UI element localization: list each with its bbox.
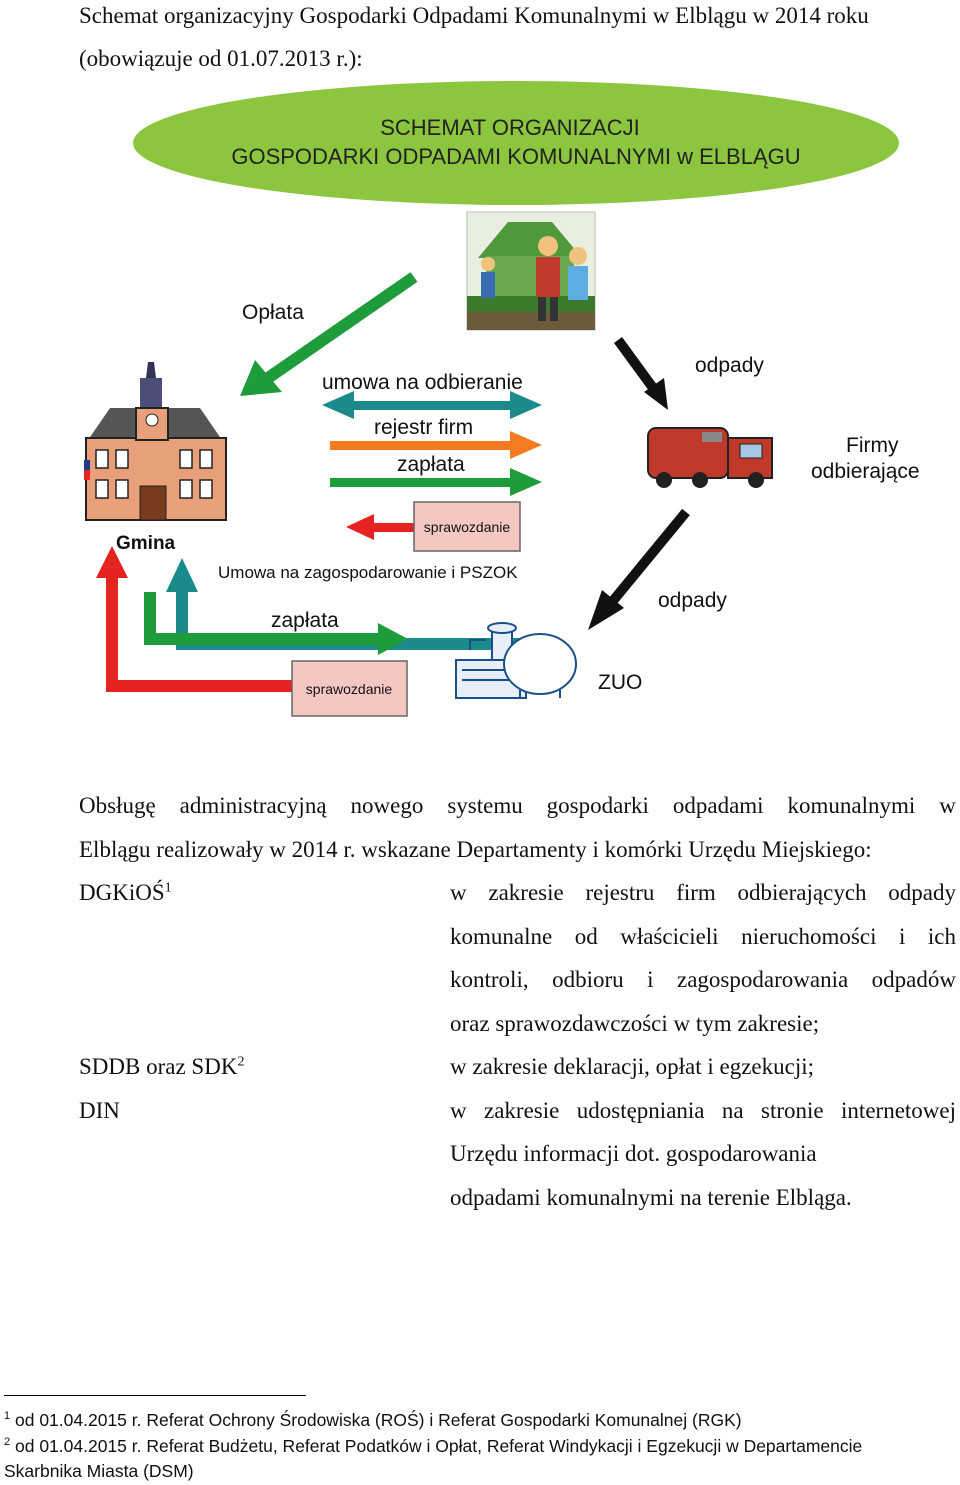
zaplata1-label: zapłata — [397, 453, 465, 476]
paragraph-word: komunalnymi — [787, 793, 916, 818]
paragraph-word: gospodarki — [546, 793, 649, 818]
paragraph-line-2: Elblągu realizowały w 2014 r. wskazane D… — [79, 836, 872, 862]
sprawozdanie1-label: sprawozdanie — [424, 519, 511, 535]
waste-management-diagram: SCHEMAT ORGANIZACJI GOSPODARKI ODPADAMI … — [84, 81, 920, 717]
paragraph-word: systemu — [447, 793, 523, 818]
department-term: SDDB oraz SDK2 — [79, 1054, 245, 1079]
gmina-label: Gmina — [116, 533, 176, 554]
sprawozdanie1-arrow — [346, 514, 374, 540]
footnote-separator — [4, 1395, 306, 1396]
rejestr-arrow — [510, 431, 542, 459]
garbage-truck-icon — [647, 427, 773, 488]
footnotes: 1 od 01.04.2015 r. Referat Ochrony Środo… — [4, 1408, 954, 1485]
umowa-arrow-right — [510, 391, 542, 419]
firmy-label-2: odbierające — [811, 460, 920, 483]
oplata-label: Opłata — [242, 301, 304, 324]
odpady1-label: odpady — [695, 354, 764, 377]
residents-icon — [466, 211, 596, 331]
zaplata2-arrow — [378, 623, 408, 655]
footnote-2: 2 od 01.04.2015 r. Referat Budżetu, Refe… — [4, 1435, 863, 1456]
umowa-pszok-label: Umowa na zagospodarowanie i PSZOK — [218, 563, 518, 582]
departments-list: DGKiOŚ1 w zakresie rejestru firm odbiera… — [79, 871, 956, 1219]
odpady2-arrow — [588, 590, 624, 630]
department-desc: w zakresie rejestru firm odbierających o… — [450, 880, 956, 1036]
umowa-label: umowa na odbieranie — [322, 371, 523, 394]
city-hall-icon — [84, 362, 227, 521]
paragraph-word: odpadami — [672, 793, 764, 818]
sprawozdanie2-box — [291, 660, 408, 717]
paragraph-word: Obsługę — [79, 793, 156, 818]
odpady1-arrow — [644, 378, 668, 410]
paragraph-word: w — [939, 793, 956, 818]
department-term: DIN — [79, 1097, 120, 1123]
department-desc: w zakresie deklaracji, opłat i egzekucji… — [450, 1054, 814, 1079]
paragraph-word: administracyjną — [179, 793, 327, 818]
banner-line-2: GOSPODARKI ODPADAMI KOMUNALNYMI w ELBLĄG… — [231, 144, 800, 169]
sprawozdanie2-arrow — [96, 546, 128, 578]
department-row: SDDB oraz SDK2 w zakresie deklaracji, op… — [79, 1045, 956, 1089]
banner-line-1: SCHEMAT ORGANIZACJI — [380, 115, 640, 140]
title-banner — [133, 81, 899, 205]
paragraph-line-1: Obsługę administracyjną nowego systemu gospo… — [79, 784, 956, 828]
zaplata2-label: zapłata — [271, 609, 339, 632]
odpady2-label: odpady — [658, 589, 727, 612]
intro-text: Schemat organizacyjny Gospodarki Odpadam… — [79, 0, 959, 80]
footnote-2-continued: Skarbnika Miasta (DSM) — [4, 1461, 194, 1481]
intro-line-2: (obowiązuje od 01.07.2013 r.): — [79, 46, 363, 71]
sprawozdanie1-box — [413, 501, 521, 552]
oplata-arrow — [240, 360, 282, 396]
department-row: DIN w zakresie udostępniania na stronie … — [79, 1089, 956, 1220]
umowa-arrow-left — [322, 391, 354, 419]
footnote-1: 1 od 01.04.2015 r. Referat Ochrony Środo… — [4, 1410, 742, 1430]
department-desc: w zakresie udostępniania na stronie inte… — [450, 1097, 956, 1210]
firmy-label-1: Firmy — [846, 434, 899, 457]
sprawozdanie2-label: sprawozdanie — [306, 681, 393, 697]
zuo-label: ZUO — [598, 671, 642, 694]
zaplata1-arrow — [510, 468, 542, 496]
intro-line-1: Schemat organizacyjny Gospodarki Odpadam… — [79, 3, 869, 28]
intro-paragraph: Obsługę administracyjną nowego systemu gospo… — [79, 784, 956, 871]
waste-plant-icon — [455, 622, 577, 699]
rejestr-label: rejestr firm — [374, 416, 473, 439]
department-term: DGKiOŚ1 — [79, 880, 172, 905]
department-row: DGKiOŚ1 w zakresie rejestru firm odbiera… — [79, 871, 956, 1045]
paragraph-word: nowego — [350, 793, 424, 818]
